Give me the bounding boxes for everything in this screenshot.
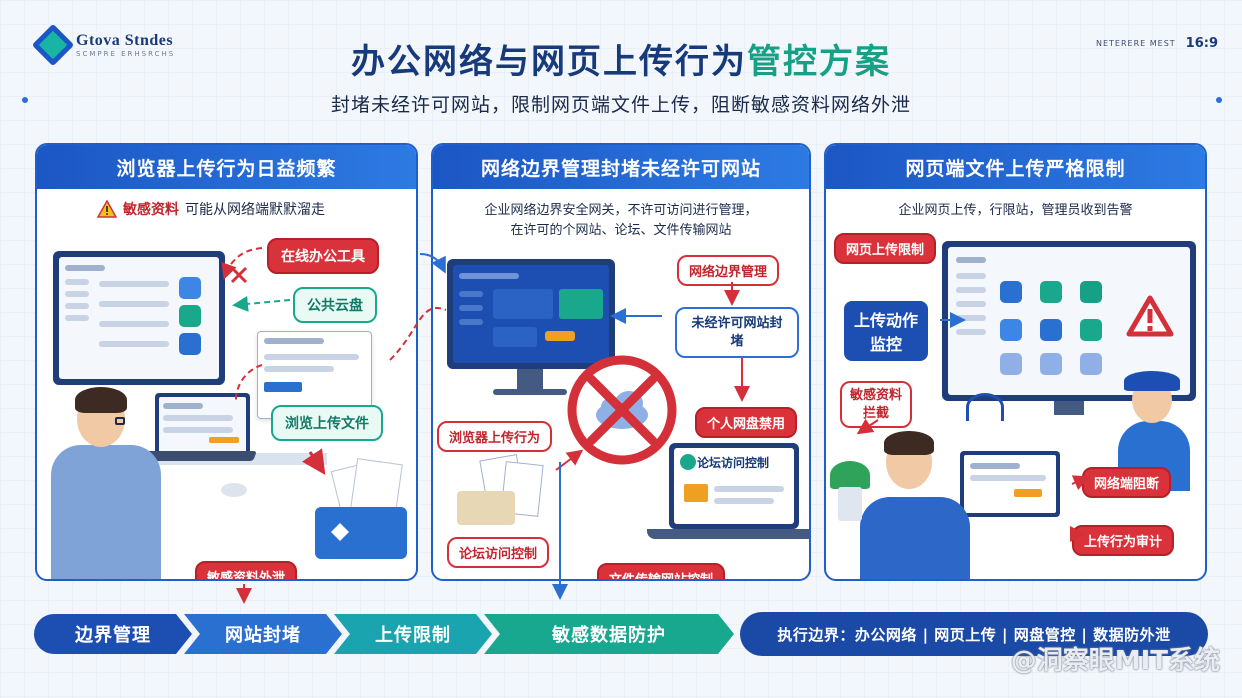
logo-tagline: SCMPRE ERHSRCHS xyxy=(76,50,176,58)
panel-browser-upload: 浏览器上传行为日益频繁 敏感资料 可能从网络端默默溜走 xyxy=(35,143,418,581)
label-network-block: 网络端阻断 xyxy=(1082,467,1172,498)
user-body xyxy=(860,497,970,579)
label-sensitive-intercept: 敏感资料拦截 xyxy=(840,381,912,429)
logo-name: Gtova Stndes xyxy=(76,32,174,49)
warning-text: 可能从网络端默默溜走 xyxy=(185,202,325,218)
panel-2-desc-1: 企业网络边界安全网关，不许可访问进行管理， xyxy=(484,203,758,218)
decor-dot xyxy=(1216,97,1222,103)
label-browser-upload: 浏览器上传行为 xyxy=(437,421,553,452)
label-web-upload-limit: 网页上传限制 xyxy=(834,233,937,264)
label-online-tools: 在线办公工具 xyxy=(267,238,379,274)
cross-icon xyxy=(230,266,248,284)
warning-keyword: 敏感资料 xyxy=(123,202,179,218)
monitor-stand xyxy=(1054,401,1084,415)
top-right-text: NETERERE MEST xyxy=(1095,39,1176,48)
flow-step-upload-limit: 上传限制 xyxy=(334,614,492,654)
panel-3-title: 网页端文件上传严格限制 xyxy=(826,145,1205,189)
panel-boundary-management: 网络边界管理封堵未经许可网站 企业网络边界安全网关，不许可访问进行管理， 在许可… xyxy=(431,143,811,581)
label-block-unauthorized: 未经许可网站封堵 xyxy=(675,307,799,359)
monitor-base xyxy=(493,389,567,395)
glasses-icon xyxy=(115,417,125,425)
title-part-2: 管控方案 xyxy=(747,42,891,82)
panel-1-title: 浏览器上传行为日益频繁 xyxy=(37,145,416,189)
laptop xyxy=(155,393,250,457)
flow-step-boundary: 边界管理 xyxy=(34,614,192,654)
folder-icon xyxy=(315,507,407,559)
title-part-1: 办公网络与网页上传行为 xyxy=(351,42,747,82)
aspect-ratio-label: 16:9 xyxy=(1185,36,1218,51)
label-upload-audit: 上传行为审计 xyxy=(1072,525,1175,556)
gateway-monitor xyxy=(447,259,615,369)
headset-icon xyxy=(966,393,1004,421)
page-title: 办公网络与网页上传行为管控方案 xyxy=(0,34,1242,83)
label-upload-file: 浏览上传文件 xyxy=(271,405,383,441)
user-laptop xyxy=(960,451,1060,517)
warning-line: 敏感资料 可能从网络端默默溜走 xyxy=(97,199,325,219)
label-personal-disk-disabled: 个人网盘禁用 xyxy=(695,407,798,438)
panel-2-title: 网络边界管理封堵未经许可网站 xyxy=(433,145,809,189)
user-hair xyxy=(884,431,934,455)
laptop-base xyxy=(647,529,809,539)
top-right-info: NETERERE MEST 16:9 xyxy=(1096,36,1218,51)
watermark: @洞察眼MIT系统 xyxy=(1010,646,1220,676)
block-sign-icon xyxy=(567,355,677,465)
mouse xyxy=(221,483,247,497)
flow-step-block: 网站封堵 xyxy=(184,614,342,654)
person-hair xyxy=(75,387,127,413)
label-forum-right: 论坛访问控制 xyxy=(697,456,770,470)
label-forum-access: 论坛访问控制 xyxy=(447,537,550,568)
plant-icon xyxy=(830,461,870,489)
alert-warning-icon xyxy=(1126,295,1174,337)
monitor-stand xyxy=(517,369,543,391)
label-upload-monitor: 上传动作监控 xyxy=(844,301,928,361)
panel-web-upload-restriction: 网页端文件上传严格限制 企业网页上传，行限站，管理员收到告警 xyxy=(824,143,1207,581)
browser-monitor xyxy=(53,251,225,385)
label-data-leak: 敏感资料外泄 xyxy=(195,561,298,579)
execution-boundary-bar: 执行边界：办公网络 | 网页上传 | 网盘管控 | 数据防外泄 xyxy=(740,612,1208,656)
flow-step-data-protection: 敏感数据防护 xyxy=(484,614,734,654)
file-box xyxy=(457,491,515,525)
decor-dot xyxy=(22,97,28,103)
person-body xyxy=(51,445,161,579)
admin-headset xyxy=(1124,371,1180,391)
warning-icon xyxy=(97,200,117,218)
label-file-transfer-control: 文件传输网站控制 xyxy=(597,563,726,579)
label-public-cloud: 公共云盘 xyxy=(293,287,377,323)
label-boundary-management: 网络边界管理 xyxy=(677,255,780,286)
forum-laptop xyxy=(669,443,799,529)
plant-pot xyxy=(838,487,862,521)
brand-logo: Gtova Stndes SCMPRE ERHSRCHS xyxy=(31,23,176,67)
page-subtitle: 封堵未经许可网站，限制网页端文件上传，阻断敏感资料网络外泄 xyxy=(330,94,911,116)
panel-2-desc-2: 在许可的个网站、论坛、文件传输网站 xyxy=(510,223,732,239)
panel-3-desc: 企业网页上传，行限站，管理员收到告警 xyxy=(898,203,1133,218)
